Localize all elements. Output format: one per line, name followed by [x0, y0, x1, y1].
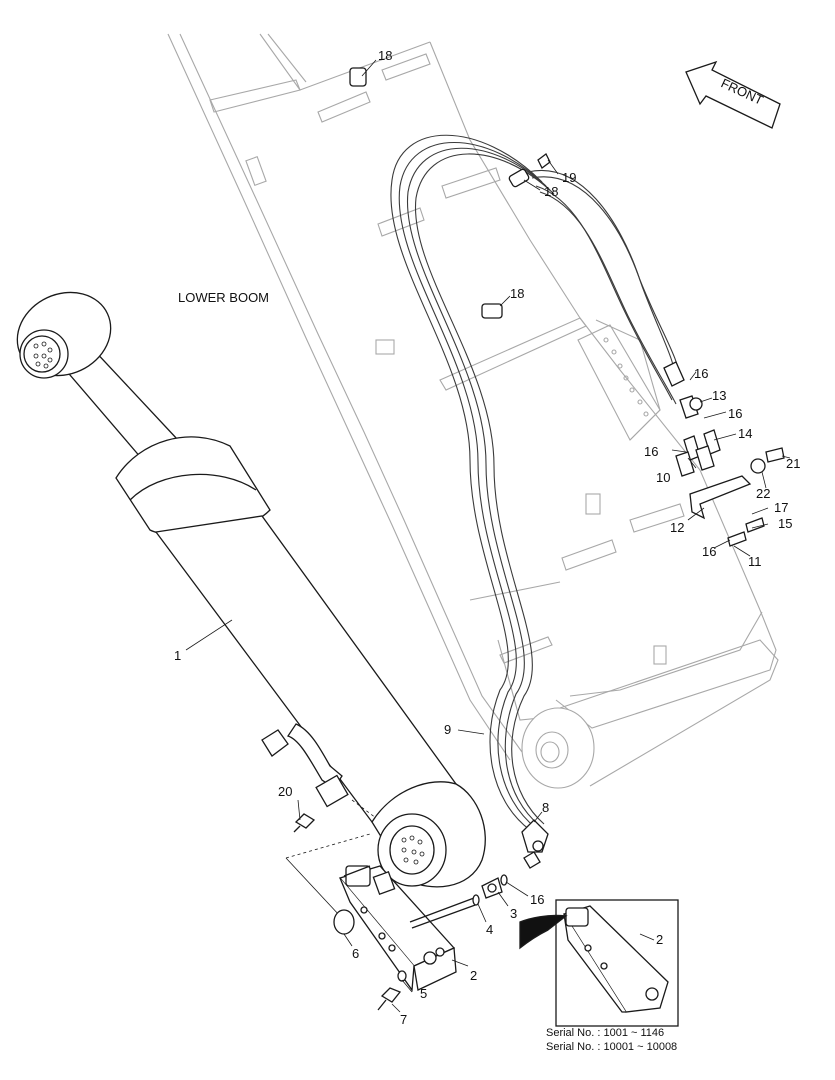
callout-20: 20: [278, 784, 292, 799]
callout-4: 4: [486, 922, 493, 937]
callout-18a: 18: [378, 48, 392, 63]
callout-10: 10: [656, 470, 670, 485]
bolt-19: [537, 153, 551, 169]
hose-end-fitting-8: [521, 819, 549, 869]
callout-labels: 1 2 2 3 4 5 6 7 8 9 10 11 12 13 14 15 16…: [174, 48, 800, 1027]
safety-valve-block: [338, 865, 479, 992]
callout-21: 21: [786, 456, 800, 471]
clamp-18-low: [481, 303, 503, 319]
o-ring-16-low: [500, 874, 508, 886]
serial-line-2: Serial No. : 10001 ~ 10008: [546, 1041, 677, 1053]
rod-end-bushing: [33, 341, 53, 369]
callout-1: 1: [174, 648, 181, 663]
callout-3: 3: [510, 906, 517, 921]
front-arrow-icon: FRONT: [685, 60, 781, 129]
callout-14: 14: [738, 426, 752, 441]
callout-19: 19: [562, 170, 576, 185]
o-ring-6: [333, 909, 355, 935]
callout-16b: 16: [728, 406, 742, 421]
callout-12: 12: [670, 520, 684, 535]
callout-18c: 18: [510, 286, 524, 301]
callout-22: 22: [756, 486, 770, 501]
o-ring-4: [472, 894, 480, 906]
serial-line-1: Serial No. : 1001 ~ 1146: [546, 1027, 664, 1039]
callout-7: 7: [400, 1012, 407, 1027]
callout-6: 6: [352, 946, 359, 961]
bolt-7: [377, 987, 402, 1011]
region-label: LOWER BOOM: [178, 290, 269, 305]
callout-5: 5: [420, 986, 427, 1001]
head-end-bushing: [401, 835, 425, 865]
callout-9: 9: [444, 722, 451, 737]
callout-15: 15: [778, 516, 792, 531]
callout-8: 8: [542, 800, 549, 815]
clamp-18-top: [349, 67, 367, 87]
fitting-group-right: [663, 361, 785, 547]
clamp-18-mid: [508, 168, 530, 188]
bolt-20: [293, 813, 316, 833]
callout-13: 13: [712, 388, 726, 403]
callout-18b: 18: [544, 184, 558, 199]
callout-16a: 16: [694, 366, 708, 381]
callout-17: 17: [774, 500, 788, 515]
hose-bundle: [390, 134, 681, 831]
callout-11: 11: [748, 554, 762, 569]
lower-boom-outline: [167, 33, 779, 789]
fitting-3: [481, 877, 503, 899]
callout-16c: 16: [644, 444, 658, 459]
callout-16d: 16: [702, 544, 716, 559]
callout-2: 2: [470, 968, 477, 983]
callout-16e: 16: [530, 892, 544, 907]
leader-lines: [185, 59, 791, 1013]
o-ring-5: [397, 970, 407, 982]
boom-cylinder: [16, 291, 486, 888]
callout-2-inset: 2: [656, 932, 663, 947]
inset-detail-box: [519, 899, 679, 1027]
